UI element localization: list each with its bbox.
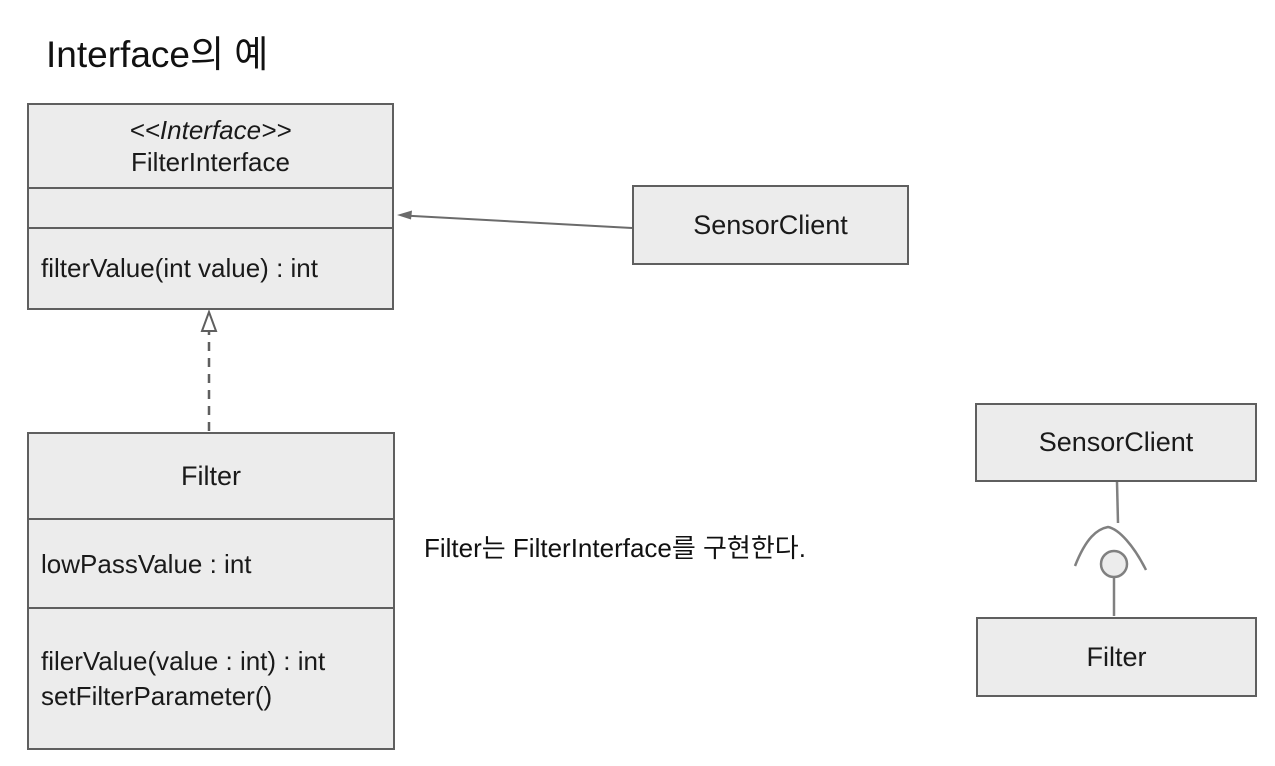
socket-upper-line: [1115, 481, 1120, 524]
method-item: setFilterParameter(): [41, 680, 273, 711]
filter-header: Filter: [29, 434, 393, 518]
interface-stereotype-label: <<Interface>>: [129, 115, 292, 145]
lollipop-box-filter: Filter: [976, 617, 1257, 697]
lollipop-box-sensor-client: SensorClient: [975, 403, 1257, 482]
socket-arc-icon: [1073, 525, 1148, 571]
filter-attributes-compartment: lowPassValue : int: [29, 518, 393, 607]
filter-methods-compartment: filerValue(value : int) : int setFilterP…: [29, 607, 393, 748]
association-line: [403, 214, 633, 229]
filter-interface-header: <<Interface>> FilterInterface: [29, 105, 392, 187]
lollipop-filter-name: Filter: [1086, 641, 1147, 672]
annotation-text: Filter는 FilterInterface를 구현한다.: [424, 533, 806, 563]
filter-interface-attributes-compartment: [29, 187, 392, 227]
class-box-filter-interface: <<Interface>> FilterInterface filterValu…: [27, 103, 394, 310]
slide-title: Interface의 예: [46, 34, 269, 75]
sensor-client-name: SensorClient: [693, 209, 848, 240]
attribute-item: lowPassValue : int: [41, 548, 252, 579]
filter-interface-name: FilterInterface: [131, 147, 290, 177]
ball-interface-icon: [1099, 549, 1129, 579]
method-item: filerValue(value : int) : int: [41, 645, 326, 676]
class-box-sensor-client: SensorClient: [632, 185, 909, 265]
method-item: filterValue(int value) : int: [41, 253, 318, 283]
realization-hollow-arrowhead-icon: [200, 309, 218, 332]
association-arrowhead-icon: [397, 210, 412, 220]
class-box-filter: Filter lowPassValue : int filerValue(val…: [27, 432, 395, 750]
lollipop-sensor-client-name: SensorClient: [1038, 427, 1194, 457]
filter-name: Filter: [181, 461, 241, 491]
filter-interface-methods-compartment: filterValue(int value) : int: [29, 227, 392, 308]
